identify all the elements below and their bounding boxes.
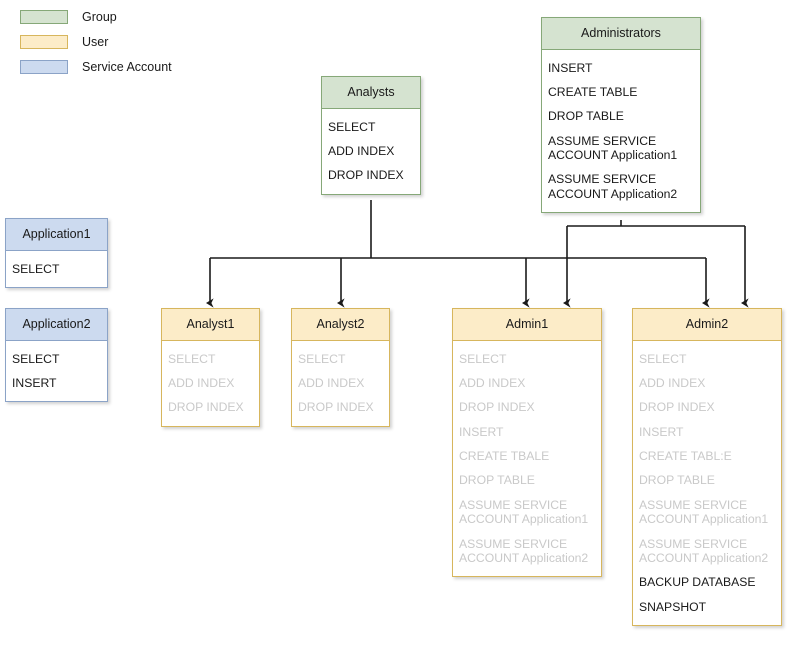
permission-item: DROP INDEX bbox=[298, 400, 374, 415]
permission-item: SELECT bbox=[12, 351, 60, 366]
permission-item: SELECT bbox=[298, 351, 346, 366]
node-analyst1-permissions: SELECT ADD INDEX DROP INDEX bbox=[162, 341, 259, 426]
permission-item: INSERT bbox=[459, 424, 504, 439]
permission-item: CREATE TBALE bbox=[459, 449, 550, 464]
permission-item: ADD INDEX bbox=[328, 143, 395, 158]
node-application1-title: Application1 bbox=[6, 219, 107, 251]
permission-item: DROP INDEX bbox=[459, 400, 535, 415]
node-application2-permissions: SELECT INSERT bbox=[6, 341, 107, 402]
legend-label-service-account: Service Account bbox=[82, 60, 172, 74]
permission-item: SELECT bbox=[328, 119, 376, 134]
node-admin2-permissions: SELECT ADD INDEX DROP INDEX INSERT CREAT… bbox=[633, 341, 781, 626]
node-analysts[interactable]: Analysts SELECT ADD INDEX DROP INDEX bbox=[321, 76, 421, 195]
node-administrators-permissions: INSERT CREATE TABLE DROP TABLE ASSUME SE… bbox=[542, 50, 700, 213]
node-analysts-title: Analysts bbox=[322, 77, 420, 109]
node-application1-permissions: SELECT bbox=[6, 251, 107, 287]
permission-item: DROP INDEX bbox=[328, 168, 404, 183]
permission-item: ADD INDEX bbox=[639, 375, 706, 390]
legend-label-group: Group bbox=[82, 10, 117, 24]
node-application1[interactable]: Application1 SELECT bbox=[5, 218, 108, 288]
legend-item-service-account: Service Account bbox=[20, 56, 200, 78]
permission-item: INSERT bbox=[548, 60, 593, 75]
permission-item: INSERT bbox=[639, 424, 684, 439]
permission-item: ASSUME SERVICE ACCOUNT Application1 bbox=[459, 497, 589, 527]
legend-swatch-user-icon bbox=[20, 35, 68, 49]
permission-item: CREATE TABLE bbox=[548, 84, 638, 99]
node-application2-title: Application2 bbox=[6, 309, 107, 341]
node-administrators-title: Administrators bbox=[542, 18, 700, 50]
legend-swatch-service-account-icon bbox=[20, 60, 68, 74]
node-analyst2[interactable]: Analyst2 SELECT ADD INDEX DROP INDEX bbox=[291, 308, 390, 427]
node-admin2[interactable]: Admin2 SELECT ADD INDEX DROP INDEX INSER… bbox=[632, 308, 782, 627]
node-admin1-title: Admin1 bbox=[453, 309, 601, 341]
permission-item: DROP TABLE bbox=[459, 473, 535, 488]
permission-item: ASSUME SERVICE ACCOUNT Application1 bbox=[548, 133, 678, 163]
node-admin1-permissions: SELECT ADD INDEX DROP INDEX INSERT CREAT… bbox=[453, 341, 601, 577]
legend-item-group: Group bbox=[20, 6, 200, 28]
permission-item: SELECT bbox=[459, 351, 507, 366]
permission-item: ADD INDEX bbox=[459, 375, 526, 390]
legend: Group User Service Account bbox=[20, 6, 200, 81]
permission-item: ADD INDEX bbox=[298, 375, 365, 390]
node-analyst1-title: Analyst1 bbox=[162, 309, 259, 341]
permission-item: DROP TABLE bbox=[548, 109, 624, 124]
permission-item: ASSUME SERVICE ACCOUNT Application2 bbox=[548, 172, 678, 201]
legend-swatch-group-icon bbox=[20, 10, 68, 24]
permission-item: SELECT bbox=[168, 351, 216, 366]
permission-item: SELECT bbox=[12, 261, 60, 276]
permission-item: ASSUME SERVICE ACCOUNT Application2 bbox=[459, 536, 589, 566]
permission-item: INSERT bbox=[12, 375, 57, 390]
permission-item: CREATE TABL:E bbox=[639, 449, 732, 464]
permission-item: ASSUME SERVICE ACCOUNT Application1 bbox=[639, 497, 769, 527]
node-analyst2-title: Analyst2 bbox=[292, 309, 389, 341]
permission-item: BACKUP DATABASE bbox=[639, 575, 756, 590]
legend-item-user: User bbox=[20, 31, 200, 53]
permission-item: DROP TABLE bbox=[639, 473, 715, 488]
permission-item: ADD INDEX bbox=[168, 375, 235, 390]
permission-item: ASSUME SERVICE ACCOUNT Application2 bbox=[639, 536, 769, 566]
permission-item: SNAPSHOT bbox=[639, 599, 707, 614]
node-analysts-permissions: SELECT ADD INDEX DROP INDEX bbox=[322, 109, 420, 194]
node-analyst1[interactable]: Analyst1 SELECT ADD INDEX DROP INDEX bbox=[161, 308, 260, 427]
permission-item: DROP INDEX bbox=[168, 400, 244, 415]
node-analyst2-permissions: SELECT ADD INDEX DROP INDEX bbox=[292, 341, 389, 426]
node-administrators[interactable]: Administrators INSERT CREATE TABLE DROP … bbox=[541, 17, 701, 214]
permission-item: DROP INDEX bbox=[639, 400, 715, 415]
node-admin1[interactable]: Admin1 SELECT ADD INDEX DROP INDEX INSER… bbox=[452, 308, 602, 578]
permission-item: SELECT bbox=[639, 351, 687, 366]
node-application2[interactable]: Application2 SELECT INSERT bbox=[5, 308, 108, 403]
legend-label-user: User bbox=[82, 35, 109, 49]
node-admin2-title: Admin2 bbox=[633, 309, 781, 341]
